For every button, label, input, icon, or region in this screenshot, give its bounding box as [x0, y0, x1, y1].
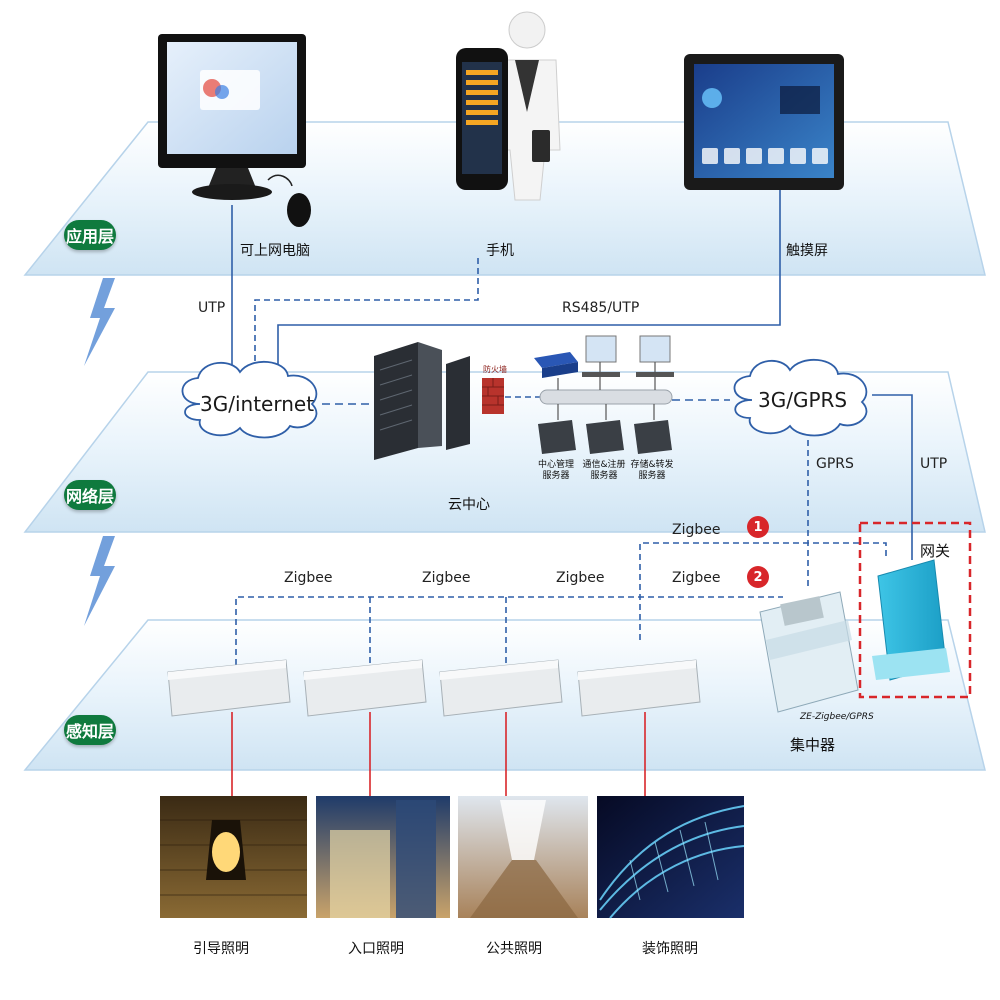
marker-2: 2 [747, 566, 769, 588]
firewall-label: 防火墙 [483, 365, 507, 374]
touchscreen-label: 触摸屏 [786, 243, 828, 259]
concentrator-meter-icon [759, 591, 859, 713]
concentrator-model-label: ZE-Zigbee/GPRS [800, 712, 874, 722]
gateway-device-icon [872, 559, 950, 681]
zigbee-label-3: Zigbee [556, 570, 605, 586]
decor-lighting-label: 装饰照明 [642, 941, 698, 957]
mouse-icon [267, 174, 311, 227]
server-label-communication: 通信&注册 服务器 [582, 460, 626, 481]
workstation-icon [582, 335, 674, 377]
server-bus [539, 389, 673, 405]
public-lighting-photo [458, 796, 588, 918]
zigbee-label-1: Zigbee [284, 570, 333, 586]
gateway-label: 网关 [920, 542, 951, 560]
server-label-management: 中心管理 服务器 [537, 460, 574, 481]
guide-lighting-label: 引导照明 [193, 941, 249, 957]
layer-badge-network: 网络层 [64, 480, 116, 510]
lighting-controller-icon [577, 659, 701, 717]
rs485-label: RS485/UTP [562, 300, 640, 316]
businessman-phone-icon [456, 11, 561, 201]
marker-1: 1 [747, 516, 769, 538]
lighting-controller-icon [167, 659, 291, 717]
entrance-lighting-label: 入口照明 [348, 941, 404, 957]
pc-label: 可上网电脑 [240, 243, 310, 259]
firewall-icon [482, 378, 504, 414]
public-lighting-label: 公共照明 [486, 941, 542, 957]
network-switch-icon [534, 352, 578, 378]
zigbee-top-label: Zigbee [672, 522, 721, 538]
layer-badge-perception: 感知层 [64, 715, 116, 745]
gateway-highlight-box [858, 521, 972, 699]
touchscreen-rs485-line [277, 190, 781, 380]
cloud-gprs-label: 3G/GPRS [758, 388, 848, 412]
wireless-bolt-icon [84, 536, 115, 626]
wireless-bolt-icon [84, 278, 115, 366]
zigbee-link-1 [639, 542, 887, 640]
layer-badge-application: 应用层 [64, 220, 116, 250]
cloud-gprs-icon [733, 358, 868, 437]
cloud-internet-label: 3G/internet [200, 392, 315, 416]
zigbee-label-4: Zigbee [672, 570, 721, 586]
guide-lighting-photo [160, 796, 307, 918]
pc-monitor-icon [158, 34, 306, 200]
cloud-internet-icon [181, 360, 318, 439]
server-rack-icon [374, 342, 470, 460]
utp-left-label: UTP [198, 300, 226, 316]
zigbee-chain [235, 596, 783, 665]
gprs-link-label: GPRS [816, 456, 854, 472]
concentrator-label: 集中器 [790, 736, 836, 754]
utp-right-label: UTP [920, 456, 948, 472]
phone-link-line [254, 258, 479, 378]
cloud-center-label: 云中心 [448, 497, 490, 513]
lighting-controller-icon [303, 659, 427, 717]
phone-label: 手机 [486, 243, 514, 259]
lighting-controller-icon [439, 659, 563, 717]
server-box-icon [538, 420, 672, 454]
gprs-gateway-utp-line [872, 394, 913, 560]
decor-lighting-photo [597, 796, 745, 919]
server-label-storage: 存储&转发 服务器 [630, 460, 674, 481]
entrance-lighting-photo [316, 796, 450, 918]
zigbee-label-2: Zigbee [422, 570, 471, 586]
touchscreen-tablet-icon [684, 54, 844, 190]
